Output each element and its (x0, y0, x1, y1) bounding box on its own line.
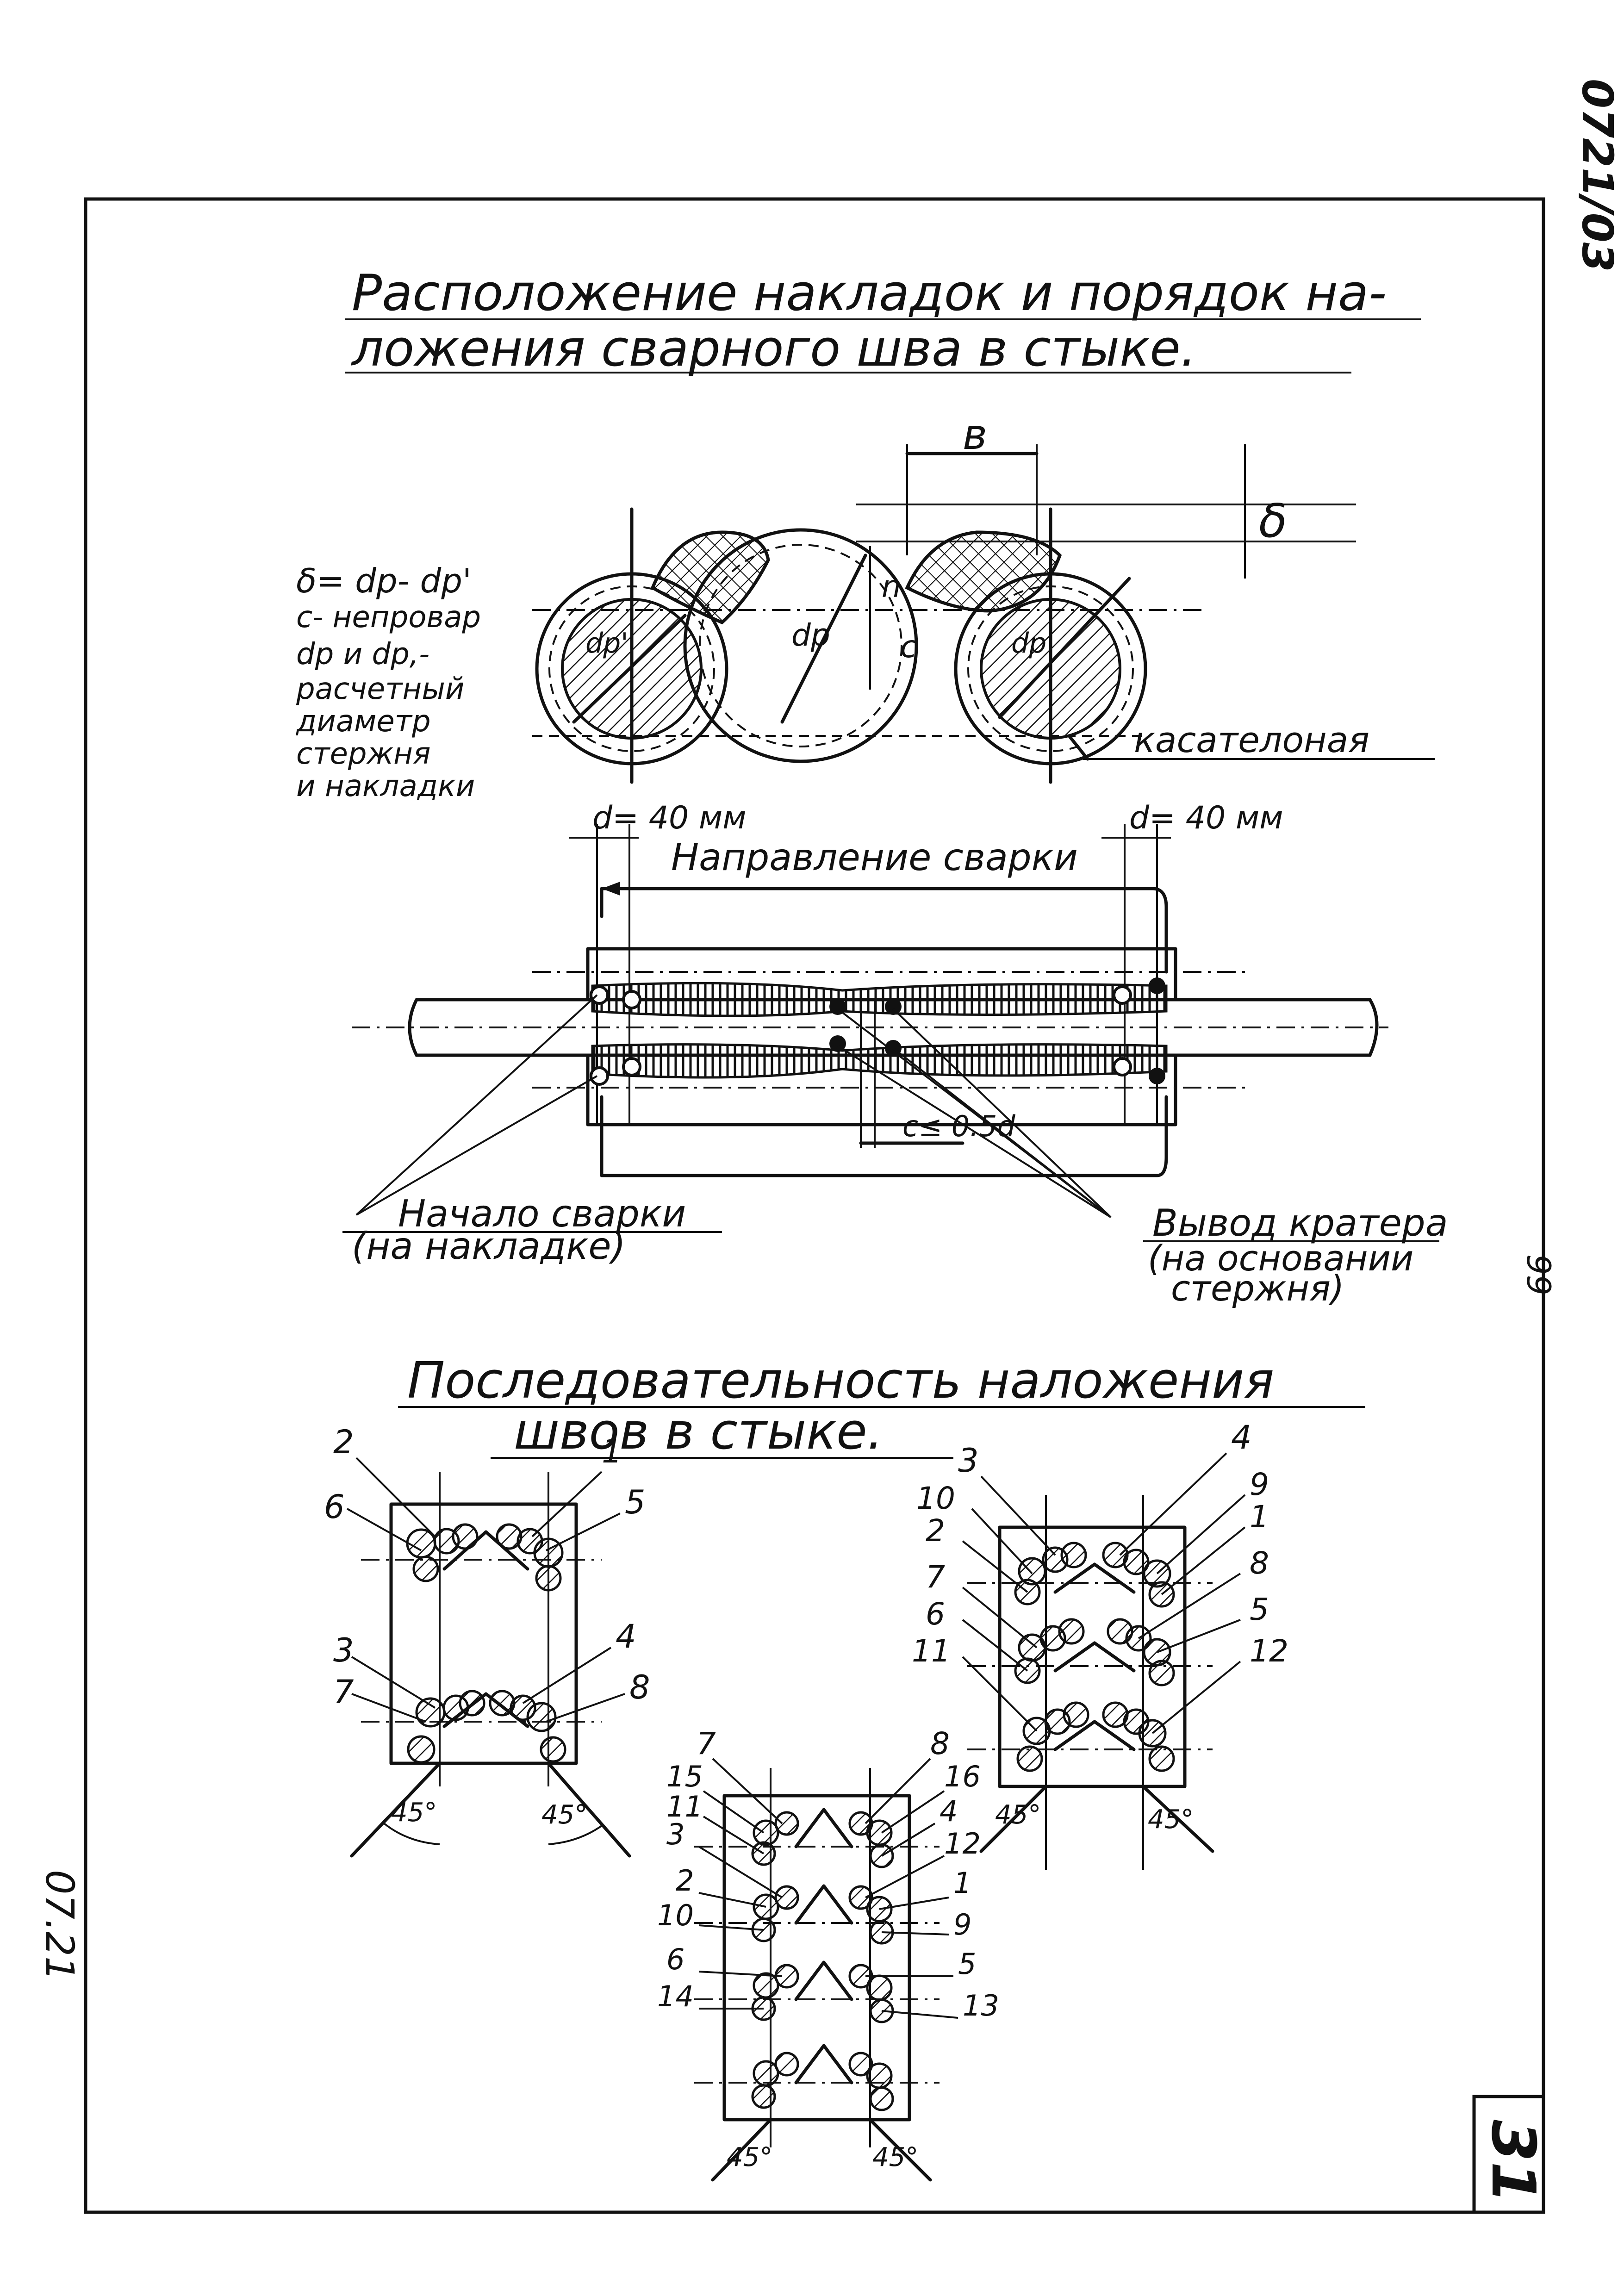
dim-b-label: в (963, 411, 987, 459)
seq4-label-16: 16 (944, 1760, 981, 1793)
section1-title-line2: ложения сварного шва в стыке. (351, 320, 1196, 378)
sheet-number: 31 (1478, 2120, 1549, 2203)
seq2-label-3: 3 (333, 1631, 354, 1669)
seq2-label-1: 1 (602, 1432, 622, 1470)
doc-code: 0721/03 (1573, 79, 1622, 272)
c-label: c (900, 629, 917, 665)
seq2-angle-right: 45° (541, 1800, 587, 1830)
note-c: c- непровар (296, 600, 481, 635)
seq3-label-9: 9 (1250, 1467, 1269, 1502)
seq3-label-6: 6 (926, 1596, 945, 1632)
dim-right-label: d= 40 мм (1129, 800, 1283, 836)
seam-upper (591, 982, 1168, 1017)
start-label-line2: (на накладке) (352, 1225, 626, 1268)
n-label: n (882, 569, 901, 604)
seq3-label-3: 3 (958, 1442, 979, 1480)
crater-label-line1: Вывод кратера (1152, 1201, 1448, 1244)
seq2-label-8: 8 (629, 1668, 650, 1706)
seq3-angle-right: 45° (1148, 1804, 1194, 1835)
seq4-label-9: 9 (953, 1908, 971, 1941)
seq3-label-5: 5 (1250, 1592, 1269, 1627)
seq4-label-6: 6 (666, 1942, 684, 1976)
drawing-frame (84, 197, 1545, 2214)
seq3-label-12: 12 (1250, 1633, 1288, 1669)
lap-weld-view: d= 40 мм d= 40 мм Направление сварки (342, 800, 1448, 1309)
weld-seam-left (650, 530, 770, 625)
sequence-two-pairs: 2 1 6 5 3 4 7 8 45° 45° (324, 1423, 650, 1858)
sequence-three-pairs: 3 4 10 9 2 1 7 8 6 5 11 12 45° 45° (912, 1419, 1288, 1870)
dim-left-label: d= 40 мм (592, 800, 747, 836)
seq2-label-7: 7 (333, 1673, 354, 1711)
seq3-label-2: 2 (926, 1513, 945, 1549)
seq3-label-4: 4 (1231, 1419, 1252, 1456)
seam-lower (591, 1043, 1168, 1079)
seq4-label-12: 12 (944, 1827, 981, 1860)
seq2-label-2: 2 (333, 1423, 354, 1461)
note-design: расчетный (296, 672, 464, 706)
note-rod: стержня (296, 737, 430, 771)
sequence-four-pairs: 7 8 15 16 11 4 3 12 2 1 10 9 6 5 14 13 4… (657, 1726, 999, 2182)
seq4-label-5: 5 (958, 1947, 976, 1981)
section1-title-line1: Расположение накладок и порядок на- (352, 264, 1387, 322)
crater-label-line2: (на основании (1148, 1238, 1413, 1279)
seq3-label-8: 8 (1250, 1545, 1269, 1581)
crater-label-line3: стержня) (1171, 1268, 1344, 1309)
seq4-label-10: 10 (657, 1898, 694, 1932)
seq4-label-7: 7 (697, 1726, 716, 1761)
note-diameter: диаметр (296, 704, 431, 739)
seq4-label-4: 4 (940, 1794, 958, 1828)
cross-section-view: в δ dp' dp n c dp' δ= dp- dp' c- непрова… (296, 411, 1435, 803)
seq2-label-5: 5 (625, 1483, 646, 1521)
dp-left-label: dp' (585, 627, 628, 660)
weld-seam-right (905, 530, 1062, 613)
section2-title-line1: Последовательность наложения (407, 1352, 1274, 1410)
tangent-label: касателоная (1134, 719, 1369, 760)
seq2-label-4: 4 (616, 1618, 636, 1655)
seq3-label-1: 1 (1250, 1499, 1269, 1535)
seq2-angle-left: 45° (391, 1798, 437, 1828)
seq3-label-11: 11 (912, 1633, 951, 1669)
seq4-label-14: 14 (657, 1979, 694, 2013)
direction-label: Направление сварки (671, 836, 1078, 879)
seq3-label-10: 10 (916, 1481, 955, 1516)
seq4-label-2: 2 (676, 1864, 694, 1898)
dim-delta-label: δ (1259, 494, 1287, 548)
dp-right-label: dp' (1011, 627, 1054, 660)
start-label-line1: Начало сварки (398, 1192, 686, 1235)
seq4-label-13: 13 (963, 1989, 999, 2022)
seq4-label-15: 15 (666, 1760, 703, 1793)
doc-code-bottom: 07.21 (37, 1870, 82, 1981)
seq4-label-3: 3 (666, 1817, 684, 1851)
seq4-angle-left: 45° (727, 2142, 772, 2172)
note-dp: dp и dp,- (296, 637, 429, 672)
dp-center-label: dp (791, 617, 830, 653)
seq3-label-7: 7 (926, 1559, 945, 1595)
gap-label: c≤ 0.5d (902, 1109, 1015, 1143)
section2-title-line2: швов в стыке. (514, 1403, 883, 1461)
seq4-label-8: 8 (930, 1726, 950, 1761)
note-delta: δ= dp- dp' (296, 561, 472, 600)
seq4-label-11: 11 (666, 1790, 703, 1823)
seq4-label-1: 1 (953, 1866, 971, 1900)
note-lap: и накладки (296, 769, 475, 803)
page-side-number: 99 (1519, 1254, 1557, 1295)
seq3-angle-left: 45° (995, 1800, 1041, 1830)
sheet-number-box (1472, 2095, 1545, 2214)
seq2-label-6: 6 (324, 1488, 345, 1526)
seq4-angle-right: 45° (872, 2142, 918, 2172)
